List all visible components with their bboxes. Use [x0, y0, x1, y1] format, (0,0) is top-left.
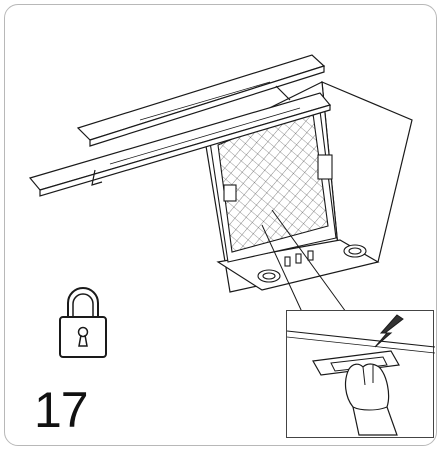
callout-lines — [261, 209, 347, 313]
push-arrow-icon — [374, 314, 404, 348]
padlock-icon — [59, 287, 107, 358]
bottom-holes — [257, 244, 367, 283]
detail-inset — [286, 310, 436, 438]
glass-panel — [28, 54, 332, 197]
hand-latch-detail — [286, 314, 436, 436]
step-number: 17 — [34, 382, 89, 438]
